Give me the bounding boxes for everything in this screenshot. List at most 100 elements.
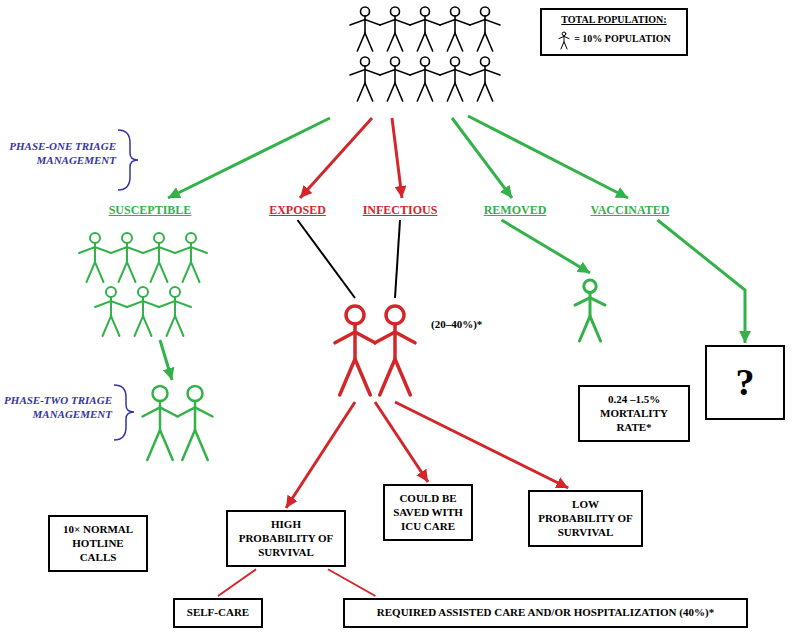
figure-limb bbox=[470, 70, 500, 75]
connector bbox=[658, 220, 746, 343]
stick-figure bbox=[380, 57, 410, 101]
stick-figure bbox=[143, 233, 175, 282]
category-label: INFECTIOUS bbox=[350, 203, 450, 218]
figure-limb bbox=[126, 243, 128, 262]
figure-limb bbox=[447, 83, 462, 101]
figure-limb bbox=[417, 33, 432, 51]
figure-head bbox=[421, 57, 430, 66]
node-text: VACCINATED bbox=[575, 203, 685, 218]
figure-limb bbox=[410, 70, 440, 75]
figure-head bbox=[562, 32, 566, 36]
figure-limb bbox=[387, 33, 402, 51]
figure-limb bbox=[364, 16, 366, 33]
stick-figure bbox=[375, 306, 415, 395]
figure-limb bbox=[484, 16, 486, 33]
figure-head bbox=[154, 233, 164, 243]
figure-limb bbox=[440, 20, 470, 25]
figure-limb bbox=[394, 16, 396, 33]
population-arrow bbox=[452, 118, 512, 198]
figure-limb bbox=[142, 297, 144, 316]
population-crowd bbox=[350, 7, 500, 101]
figure-limb bbox=[561, 41, 567, 48]
stick-figure bbox=[350, 7, 380, 51]
figure-head bbox=[361, 57, 370, 66]
figure-limb bbox=[357, 83, 372, 101]
connector bbox=[286, 402, 355, 508]
figure-limb bbox=[87, 262, 104, 282]
figure-limb bbox=[147, 430, 173, 460]
figure-limb bbox=[340, 359, 371, 395]
node-text: 0.24 –1.5% MORTALITY RATE* bbox=[585, 393, 683, 434]
figure-limb bbox=[424, 66, 426, 83]
figure-limb bbox=[579, 316, 600, 341]
figure-limb bbox=[159, 301, 191, 307]
stick-figure bbox=[159, 287, 191, 336]
figure-head bbox=[90, 233, 100, 243]
node-text: LOW PROBABILITY OF SURVIVAL bbox=[535, 498, 636, 539]
susceptible-group bbox=[79, 233, 207, 336]
population-arrow bbox=[392, 118, 402, 198]
figure-limb bbox=[375, 332, 415, 343]
node-text: 10× NORMAL HOTLINE CALLS bbox=[55, 523, 141, 564]
figure-limb bbox=[477, 33, 492, 51]
figure-limb bbox=[380, 70, 410, 75]
figure-limb bbox=[335, 332, 375, 343]
figure-limb bbox=[447, 33, 462, 51]
stick-figure bbox=[79, 233, 111, 282]
figure-limb bbox=[174, 297, 176, 316]
node-text: INFECTIOUS bbox=[350, 203, 450, 218]
stick-figure bbox=[175, 233, 207, 282]
figure-head bbox=[391, 57, 400, 66]
figure-head bbox=[481, 57, 490, 66]
node-text: SELF-CARE bbox=[180, 606, 256, 620]
connector bbox=[218, 569, 256, 596]
node-text: REMOVED bbox=[470, 203, 560, 218]
legend-row: = 10% POPULATION bbox=[548, 30, 680, 50]
figure-limb bbox=[454, 16, 456, 33]
category-label: EXPOSED bbox=[255, 203, 340, 218]
legend-figure-icon bbox=[557, 30, 571, 50]
figure-head bbox=[584, 280, 596, 292]
figure-limb bbox=[183, 262, 200, 282]
stick-figure bbox=[559, 32, 569, 49]
figure-limb bbox=[417, 83, 432, 101]
stick-figure bbox=[440, 57, 470, 101]
figure-limb bbox=[424, 16, 426, 33]
legend-text: TOTAL POPULATION: bbox=[548, 14, 680, 27]
infected-group: (20–40%)* bbox=[330, 300, 505, 400]
figure-head bbox=[170, 287, 180, 297]
stick-figure bbox=[470, 7, 500, 51]
stick-figure bbox=[380, 7, 410, 51]
figure-head bbox=[186, 233, 196, 243]
figure-head bbox=[188, 386, 203, 401]
figure-limb bbox=[111, 247, 143, 253]
stick-figure bbox=[95, 287, 127, 336]
node-text: EXPOSED bbox=[255, 203, 340, 218]
figure-limb bbox=[350, 70, 380, 75]
figure-head bbox=[138, 287, 148, 297]
node-text: HIGH PROBABILITY OF SURVIVAL bbox=[233, 518, 339, 559]
figure-limb bbox=[127, 301, 159, 307]
connector bbox=[298, 220, 356, 298]
population-arrow bbox=[160, 340, 172, 380]
figure-limb bbox=[454, 66, 456, 83]
figure-limb bbox=[158, 243, 160, 262]
figure-limb bbox=[103, 316, 120, 336]
figure-limb bbox=[484, 66, 486, 83]
figure-limb bbox=[387, 83, 402, 101]
process-box: SELF-CARE bbox=[173, 598, 263, 628]
population-arrow bbox=[300, 118, 372, 198]
figure-head bbox=[153, 386, 168, 401]
figure-limb bbox=[159, 401, 162, 430]
connector bbox=[328, 569, 375, 596]
node-text: ? bbox=[736, 359, 755, 407]
category-label: VACCINATED bbox=[575, 203, 685, 218]
figure-limb bbox=[143, 408, 178, 417]
removed-figure bbox=[560, 275, 630, 385]
figure-head bbox=[386, 306, 404, 324]
figure-limb bbox=[135, 316, 152, 336]
phase-label: PHASE-TWO TRIAGE MANAGEMENT bbox=[4, 394, 112, 422]
figure-head bbox=[481, 7, 490, 16]
figure-limb bbox=[182, 430, 208, 460]
